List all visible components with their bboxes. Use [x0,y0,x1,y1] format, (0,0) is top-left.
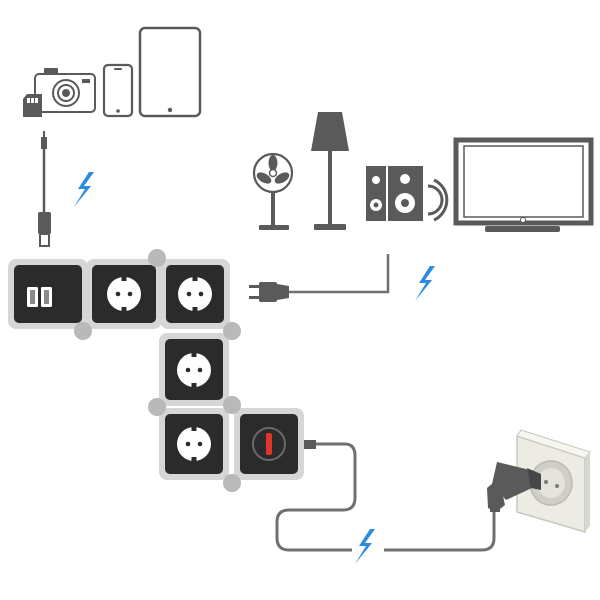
socket-module [159,333,229,406]
lightning-icon [355,529,375,564]
lightning-icon [415,266,435,301]
appliance-power-cable [249,254,390,302]
usb-port [41,287,52,307]
tablet-icon [138,26,202,118]
speaker-icon [366,166,449,222]
socket-module [159,408,229,480]
socket-module [160,259,230,329]
usb-charger-module [8,259,88,329]
wall-outlet-icon [516,429,591,534]
plug-icon [492,462,541,500]
switch-module [234,408,304,480]
floor-lamp-icon [311,112,349,230]
usb-cable [38,131,51,247]
mains-cable [275,440,505,552]
switch-indicator [266,433,272,455]
usb-port [27,287,38,307]
power-strip [8,249,304,492]
connector-dots [74,249,241,492]
fan-icon [252,152,294,230]
smartphone-icon [102,63,134,118]
sd-card-icon [23,94,42,117]
tv-icon [453,137,594,232]
lightning-icon [74,172,94,207]
socket-module [86,259,162,329]
camera-icon [34,68,96,113]
